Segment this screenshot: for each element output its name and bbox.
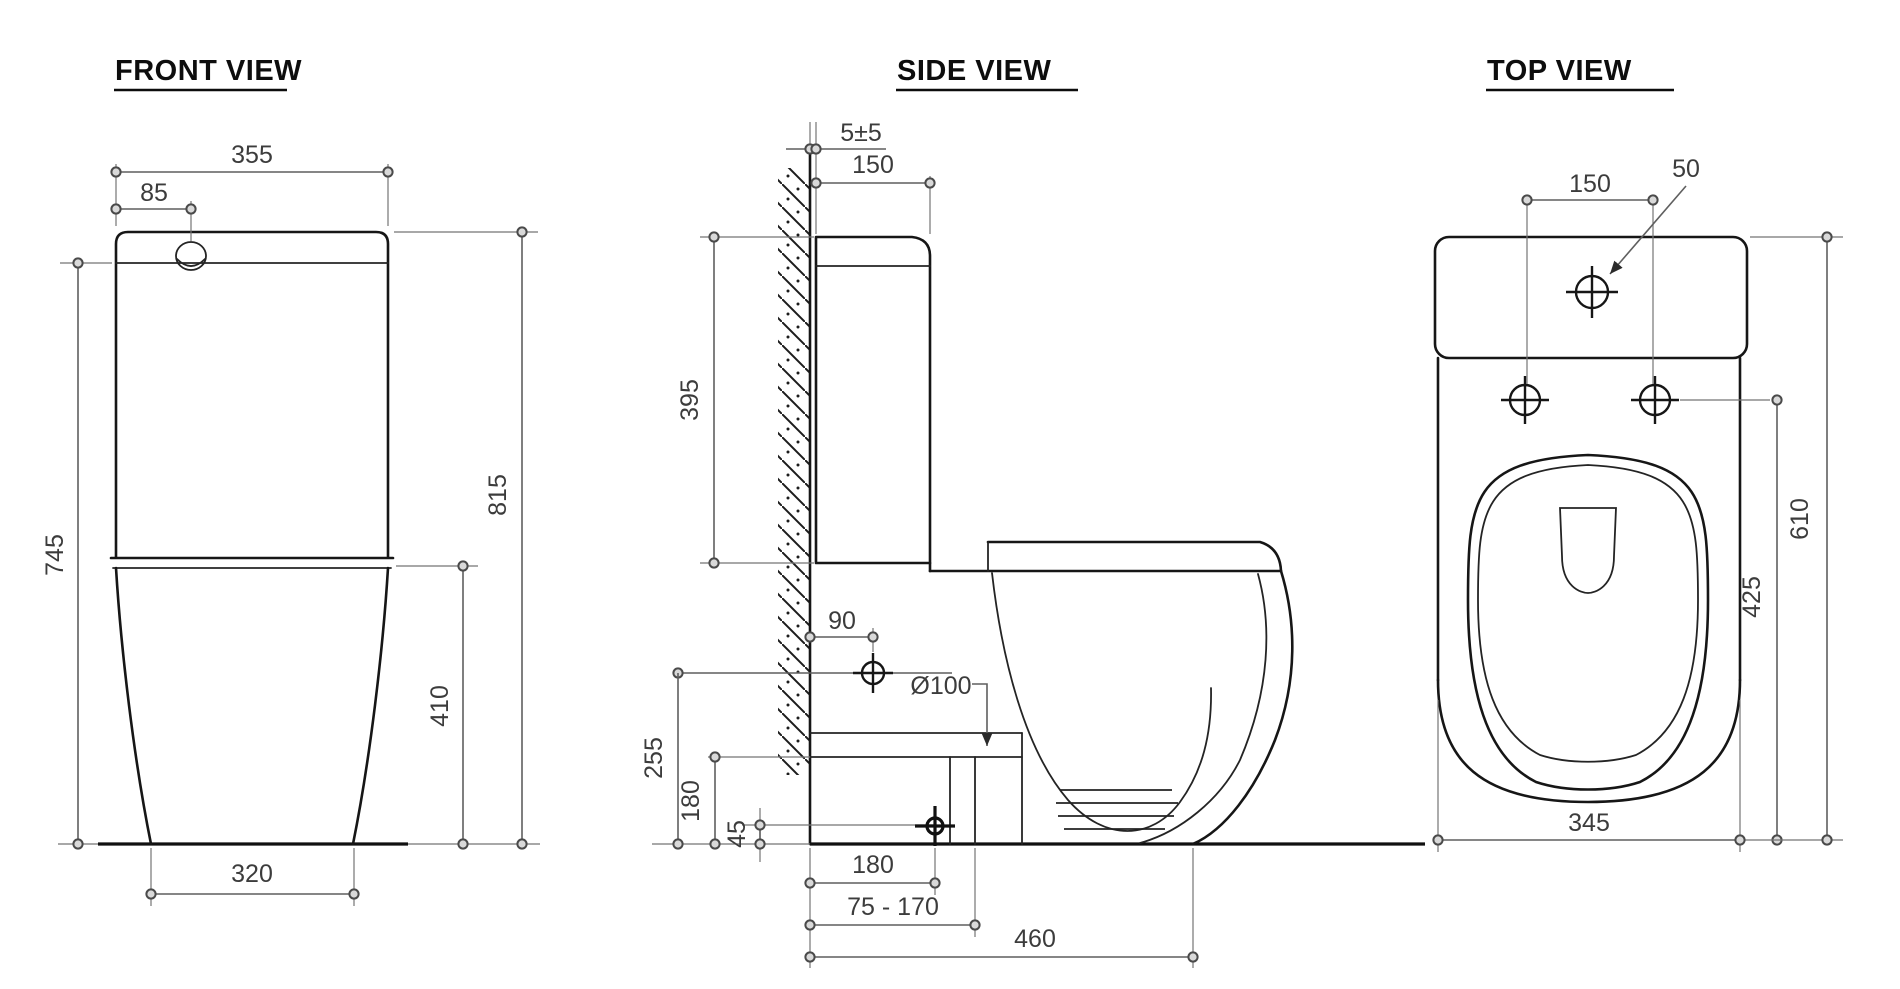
dim-label: 5±5 [840, 119, 882, 147]
dim-holes-to-front: 425 [1680, 394, 1783, 846]
front-view: FRONT VIEW 355 85 [41, 55, 540, 906]
dim-label: 50 [1672, 155, 1700, 183]
side-view-title: SIDE VIEW [897, 55, 1051, 87]
dim-rim-height: 410 [396, 560, 478, 850]
front-view-title: FRONT VIEW [115, 55, 302, 87]
dim-label: 180 [677, 780, 705, 822]
dim-tank-width: 355 [110, 141, 394, 226]
fixing-hole-crosshair-icon [1631, 376, 1679, 424]
dim-label: 255 [640, 737, 668, 779]
leader-line [1609, 185, 1687, 275]
dim-overall-depth: 460 [804, 925, 1199, 963]
dim-height-to-lid: 745 [41, 257, 112, 850]
side-view: SIDE VIEW [640, 55, 1425, 968]
dim-wall-gap: 5±5 [786, 119, 886, 155]
dim-inlet-height: 255 [640, 673, 684, 850]
dim-label: 345 [1568, 809, 1610, 837]
dim-label: 90 [828, 607, 856, 635]
top-bowl-opening [1477, 464, 1699, 763]
dim-label: 410 [426, 685, 454, 727]
dim-label: 815 [484, 474, 512, 516]
dim-label: 355 [231, 141, 273, 169]
dim-label: 745 [41, 534, 69, 576]
dim-inlet-setback: 90 [804, 607, 879, 652]
leader-line [972, 683, 993, 746]
side-seat-top [986, 540, 1283, 573]
dim-overall-height: 815 [394, 226, 538, 850]
dim-tank-depth: 150 [810, 151, 936, 234]
dim-outlet-diameter: Ø100 [910, 672, 993, 746]
dim-label: 75 - 170 [847, 893, 939, 921]
dim-drain-setout: 180 [804, 851, 941, 889]
wall-hatch [778, 168, 810, 775]
dim-label: 180 [852, 851, 894, 879]
dim-drain-floor-offset: 45 [723, 808, 766, 862]
top-body-front [1436, 678, 1742, 804]
dim-tank-height: 395 [676, 231, 814, 569]
top-view: TOP VIEW [1432, 55, 1843, 852]
dim-label: 425 [1738, 576, 1766, 618]
dim-overall-length: 610 [1744, 231, 1843, 846]
dim-fixing-hole-spacing: 150 [1521, 170, 1659, 384]
top-view-title: TOP VIEW [1487, 55, 1632, 87]
front-pan-side-left [114, 566, 153, 846]
dim-label: 150 [1569, 170, 1611, 198]
inlet-crosshair-icon [853, 653, 893, 693]
dim-inlet-diameter: 50 [1609, 155, 1700, 275]
side-bowl-cavity [991, 572, 1212, 832]
dim-setout-range: 75 - 170 [804, 893, 981, 931]
drain-crosshair-icon [915, 806, 955, 846]
water-surface-hatch [1056, 789, 1178, 830]
top-seat-outer [1466, 453, 1710, 791]
dim-label: 395 [676, 379, 704, 421]
dim-label: 610 [1786, 498, 1814, 540]
dim-overall-width: 345 [1432, 700, 1746, 852]
dim-outlet-height: 180 [677, 751, 810, 850]
dim-button-offset: 85 [110, 179, 197, 241]
flush-button-detail [176, 258, 206, 267]
side-pan-front-inner [1139, 573, 1268, 844]
front-pan-side-right [351, 566, 390, 846]
front-tank-outline [114, 230, 390, 558]
dim-label: 85 [140, 179, 168, 207]
dim-label: 150 [852, 151, 894, 179]
fixing-hole-crosshair-icon [1501, 376, 1549, 424]
dim-label: 320 [231, 860, 273, 888]
dim-base-width: 320 [145, 848, 360, 906]
side-tank-outline [814, 235, 932, 565]
dim-label: 460 [1014, 925, 1056, 953]
top-outlet-mark [1559, 507, 1617, 594]
inlet-crosshair-icon [1566, 266, 1618, 318]
dim-label: Ø100 [910, 672, 971, 700]
dim-label: 45 [723, 820, 751, 848]
flush-button-icon [175, 241, 207, 271]
side-pan-front-outer [1191, 569, 1294, 846]
